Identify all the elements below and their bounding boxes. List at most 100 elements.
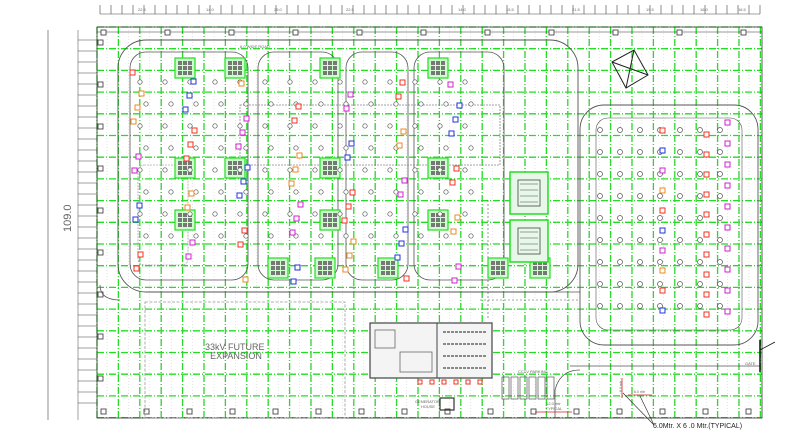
equipment bbox=[183, 61, 187, 65]
equipment bbox=[323, 218, 327, 222]
marker bbox=[296, 152, 303, 159]
marker bbox=[449, 179, 456, 186]
grid-dim-vertical: 6.0 mtr bbox=[619, 380, 623, 392]
equipment bbox=[436, 161, 440, 165]
equipment bbox=[233, 171, 237, 175]
equipment-foundation bbox=[318, 233, 324, 239]
equipment bbox=[323, 71, 327, 75]
equipment bbox=[178, 171, 182, 175]
marker bbox=[450, 228, 457, 235]
equipment-foundation bbox=[162, 123, 168, 129]
equipment-foundation bbox=[637, 171, 643, 177]
equipment-foundation bbox=[193, 101, 199, 107]
equipment bbox=[431, 218, 435, 222]
equipment bbox=[436, 66, 440, 70]
equipment-foundation bbox=[717, 127, 723, 133]
marker bbox=[238, 80, 245, 87]
equipment bbox=[281, 266, 285, 270]
equipment-foundation bbox=[143, 145, 149, 151]
control-building bbox=[369, 322, 493, 379]
equipment-foundation bbox=[243, 233, 249, 239]
equipment bbox=[238, 71, 242, 75]
equipment-foundation bbox=[657, 259, 663, 265]
equipment-foundation bbox=[637, 259, 643, 265]
equipment-foundation bbox=[368, 101, 374, 107]
equipment-foundation bbox=[443, 145, 449, 151]
marker bbox=[345, 203, 352, 210]
equipment-foundation bbox=[218, 101, 224, 107]
transformer-body bbox=[517, 227, 541, 255]
generator-house bbox=[439, 397, 455, 411]
equipment-foundation bbox=[677, 281, 683, 287]
lightning-mast bbox=[487, 408, 494, 415]
equipment-foundation bbox=[212, 79, 218, 85]
marker bbox=[185, 253, 192, 260]
equipment-foundation bbox=[657, 281, 663, 287]
lightning-mast bbox=[612, 29, 619, 36]
lightning-mast bbox=[97, 81, 104, 88]
top-dim-6: 21.5 bbox=[572, 7, 581, 12]
top-dim-9: 16.5 bbox=[738, 7, 747, 12]
equipment-foundation bbox=[218, 233, 224, 239]
lightning-mast bbox=[315, 408, 322, 415]
marker bbox=[659, 247, 666, 254]
transformer-body bbox=[517, 179, 541, 207]
equipment bbox=[228, 161, 232, 165]
marker bbox=[138, 90, 145, 97]
marker bbox=[288, 180, 295, 187]
equipment-foundation bbox=[262, 211, 268, 217]
marker bbox=[724, 140, 731, 147]
equipment-foundation bbox=[387, 167, 393, 173]
marker bbox=[131, 167, 138, 174]
equipment-foundation bbox=[293, 189, 299, 195]
equipment bbox=[323, 161, 327, 165]
equipment-foundation bbox=[343, 145, 349, 151]
equipment bbox=[228, 171, 232, 175]
equipment-foundation bbox=[697, 215, 703, 221]
marker bbox=[130, 118, 137, 125]
equipment bbox=[188, 161, 192, 165]
road-outer bbox=[117, 39, 579, 293]
equipment bbox=[543, 266, 547, 270]
equipment-foundation bbox=[268, 233, 274, 239]
equipment bbox=[188, 218, 192, 222]
equipment-foundation bbox=[287, 79, 293, 85]
equipment bbox=[328, 266, 332, 270]
equipment-foundation bbox=[717, 303, 723, 309]
marker bbox=[189, 239, 196, 246]
parking-bay bbox=[546, 376, 555, 400]
equipment-foundation bbox=[597, 149, 603, 155]
top-dim-7: 19.5 bbox=[646, 7, 655, 12]
boundary-fence bbox=[96, 26, 763, 419]
marker bbox=[417, 379, 423, 385]
lightning-mast bbox=[356, 29, 363, 36]
equipment bbox=[533, 261, 537, 265]
equipment bbox=[178, 66, 182, 70]
equipment bbox=[501, 271, 505, 275]
equipment-foundation bbox=[268, 145, 274, 151]
equipment-foundation bbox=[337, 211, 343, 217]
parking-bay bbox=[519, 376, 528, 400]
marker bbox=[188, 190, 195, 197]
equipment-foundation bbox=[443, 233, 449, 239]
equipment bbox=[328, 161, 332, 165]
equipment-foundation bbox=[187, 123, 193, 129]
equipment-foundation bbox=[393, 233, 399, 239]
equipment bbox=[441, 71, 445, 75]
marker bbox=[659, 227, 666, 234]
top-dim-4: 14.0 bbox=[458, 7, 467, 12]
marker bbox=[395, 93, 402, 100]
equipment bbox=[431, 161, 435, 165]
equipment-foundation bbox=[677, 193, 683, 199]
marker bbox=[132, 216, 139, 223]
equipment bbox=[391, 266, 395, 270]
equipment bbox=[381, 271, 385, 275]
equipment-foundation bbox=[677, 215, 683, 221]
equipment-foundation bbox=[697, 149, 703, 155]
marker bbox=[398, 240, 405, 247]
marker bbox=[186, 92, 193, 99]
road-curve bbox=[99, 284, 121, 301]
equipment-foundation bbox=[218, 189, 224, 195]
equipment bbox=[323, 266, 327, 270]
lightning-mast bbox=[573, 408, 580, 415]
